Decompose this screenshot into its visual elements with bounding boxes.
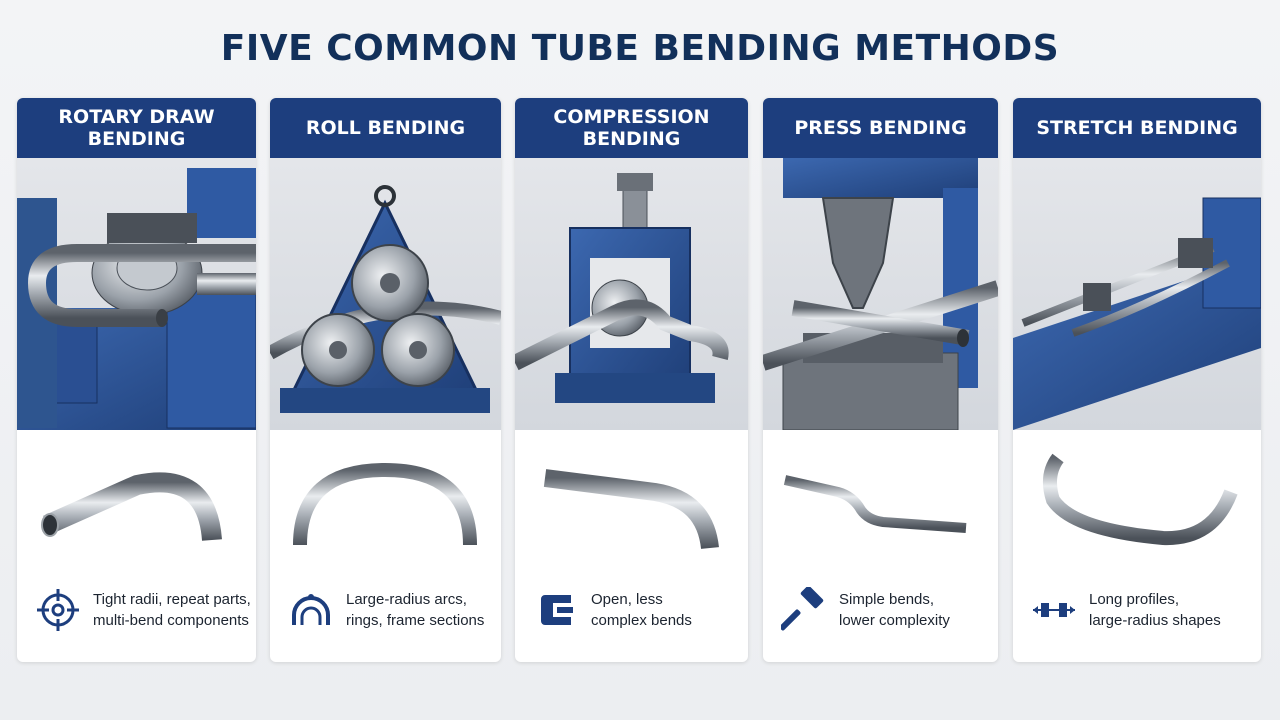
method-desc-line: large-radius shapes xyxy=(1089,612,1221,629)
method-title: ROLL BENDING xyxy=(270,98,501,158)
method-desc-line: Long profiles, xyxy=(1089,591,1180,608)
tube-sample-arc xyxy=(270,430,501,580)
method-card-roll: ROLL BENDING Large-radius arcs, rings, f xyxy=(270,98,501,662)
method-desc-line: Open, less xyxy=(591,591,663,608)
method-card-stretch: STRETCH BENDING Long profiles, large-rad… xyxy=(1013,98,1261,662)
method-title-line: COMPRESSION xyxy=(553,106,710,128)
hammer-icon xyxy=(781,587,824,631)
tube-sample-stretch-shape xyxy=(1013,430,1261,580)
method-title: PRESS BENDING xyxy=(763,98,998,158)
method-desc-line: Large-radius arcs, xyxy=(346,591,467,608)
method-desc-line: multi-bend components xyxy=(93,612,249,629)
method-desc-line: lower complexity xyxy=(839,612,950,629)
target-icon xyxy=(37,589,79,631)
page-title: FIVE COMMON TUBE BENDING METHODS xyxy=(220,28,1060,69)
press-bending-machine-illustration xyxy=(763,158,998,430)
roll-bending-machine-illustration xyxy=(270,158,501,430)
clamp-icon xyxy=(541,595,573,625)
method-title: COMPRESSION BENDING xyxy=(515,98,748,158)
method-title: STRETCH BENDING xyxy=(1013,98,1261,158)
tube-sample-offset-bend xyxy=(763,430,998,580)
method-desc-line: complex bends xyxy=(591,612,692,629)
rolls-arc-icon xyxy=(292,594,330,625)
tube-sample-open-bend xyxy=(515,430,748,580)
method-desc-line: Simple bends, xyxy=(839,591,935,608)
compression-bending-machine-illustration xyxy=(515,158,748,430)
stretch-arrows-icon xyxy=(1033,603,1075,617)
method-title: ROTARY DRAW BENDING xyxy=(17,98,256,158)
method-card-press: PRESS BENDING Simple bends, lower comple… xyxy=(763,98,998,662)
stretch-bending-machine-illustration xyxy=(1013,158,1261,430)
method-card-compression: COMPRESSION BENDING Open, less complex b… xyxy=(515,98,748,662)
tube-sample-u-bend xyxy=(17,430,256,580)
method-title-line: BENDING xyxy=(582,128,681,150)
method-desc-line: rings, frame sections xyxy=(346,612,485,629)
method-card-rotary-draw: ROTARY DRAW BENDING Tight radii, xyxy=(17,98,256,662)
method-desc-line: Tight radii, repeat parts, xyxy=(93,591,251,608)
rotary-draw-machine-illustration xyxy=(17,158,256,430)
